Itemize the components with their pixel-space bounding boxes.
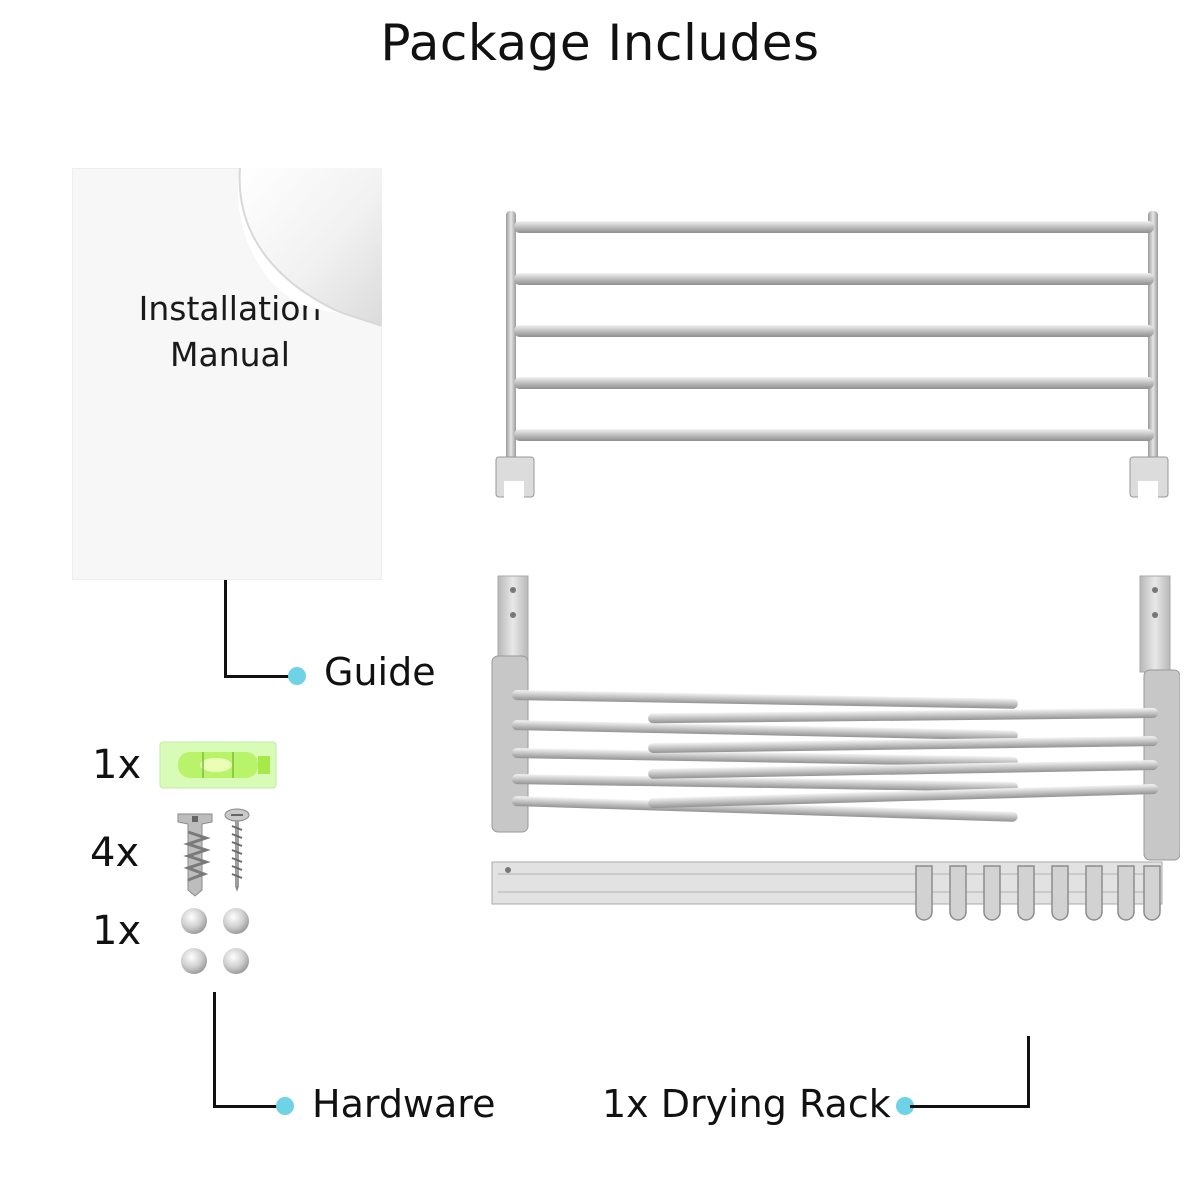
guide-label: Guide <box>324 650 436 694</box>
page-title: Package Includes <box>380 14 820 72</box>
drying-rack-dot-icon <box>896 1097 914 1115</box>
hardware-connector-horizontal <box>213 1105 277 1108</box>
page-curl-icon <box>238 168 382 328</box>
hardware-dot-icon <box>276 1097 294 1115</box>
guide-connector-horizontal <box>224 675 292 678</box>
level-qty: 1x <box>92 742 142 788</box>
hardware-connector-vertical <box>213 992 216 1108</box>
drying-rack-folded-view <box>491 575 1180 921</box>
guide-dot-icon <box>288 667 306 685</box>
manual-title-line2: Manual <box>170 335 290 374</box>
drying-rack-front-view <box>495 211 1169 499</box>
spirit-level-icon <box>159 741 277 789</box>
wall-anchor-icon <box>177 813 213 897</box>
cover-caps-icon <box>181 908 249 974</box>
hardware-label: Hardware <box>312 1082 496 1126</box>
drying-rack-connector-horizontal <box>910 1105 1030 1108</box>
guide-connector-vertical <box>224 580 227 678</box>
caps-qty: 1x <box>92 908 142 954</box>
drying-rack-connector-vertical <box>1027 1036 1030 1108</box>
drying-rack-label: 1x Drying Rack <box>602 1082 891 1126</box>
screw-icon <box>224 808 250 892</box>
screws-qty: 4x <box>90 830 140 876</box>
